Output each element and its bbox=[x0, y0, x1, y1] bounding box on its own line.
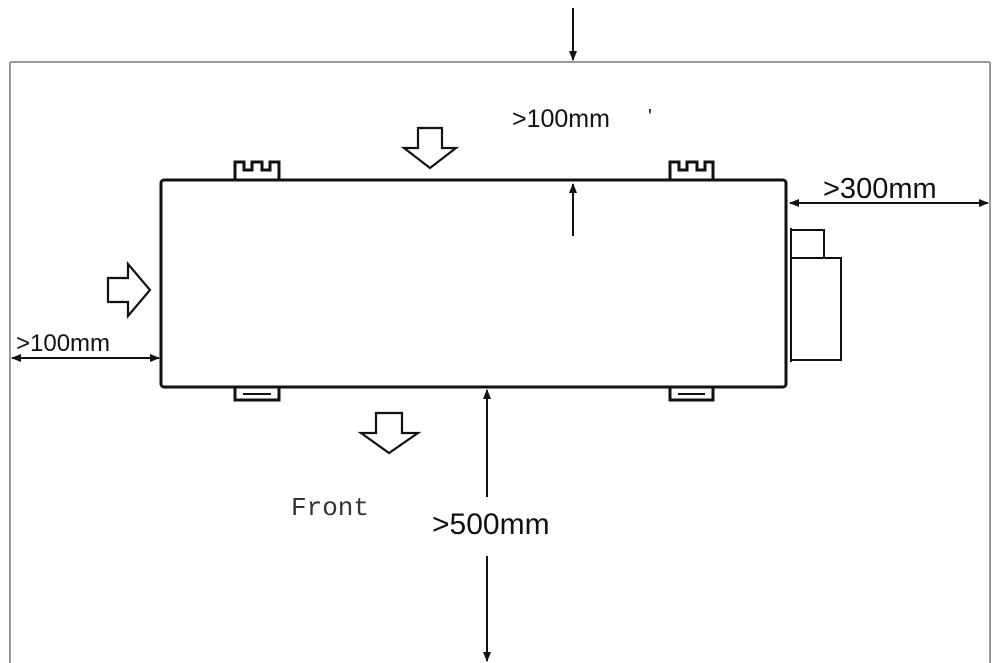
airflow-arrow-left bbox=[106, 260, 152, 320]
left-clearance-label: ˃100mm bbox=[16, 330, 110, 357]
top-clearance-label: ˃100mm bbox=[512, 105, 610, 133]
mounting-bracket-bottom-left bbox=[233, 387, 281, 402]
mounting-bracket-bottom-right bbox=[668, 387, 715, 402]
top-clearance-tick: ' bbox=[648, 106, 652, 128]
front-label: Front bbox=[291, 493, 369, 523]
mounting-bracket-top-left bbox=[233, 160, 281, 180]
front-clearance-label: ˃500mm bbox=[432, 508, 550, 541]
right-clearance-label: ˃300mm bbox=[823, 173, 937, 205]
airflow-arrow-front bbox=[357, 411, 422, 455]
mounting-bracket-top-right bbox=[668, 160, 715, 180]
room-boundary bbox=[9, 61, 991, 663]
unit-side-box bbox=[790, 228, 842, 362]
airflow-arrow-top bbox=[400, 126, 460, 170]
unit-body bbox=[159, 178, 788, 389]
